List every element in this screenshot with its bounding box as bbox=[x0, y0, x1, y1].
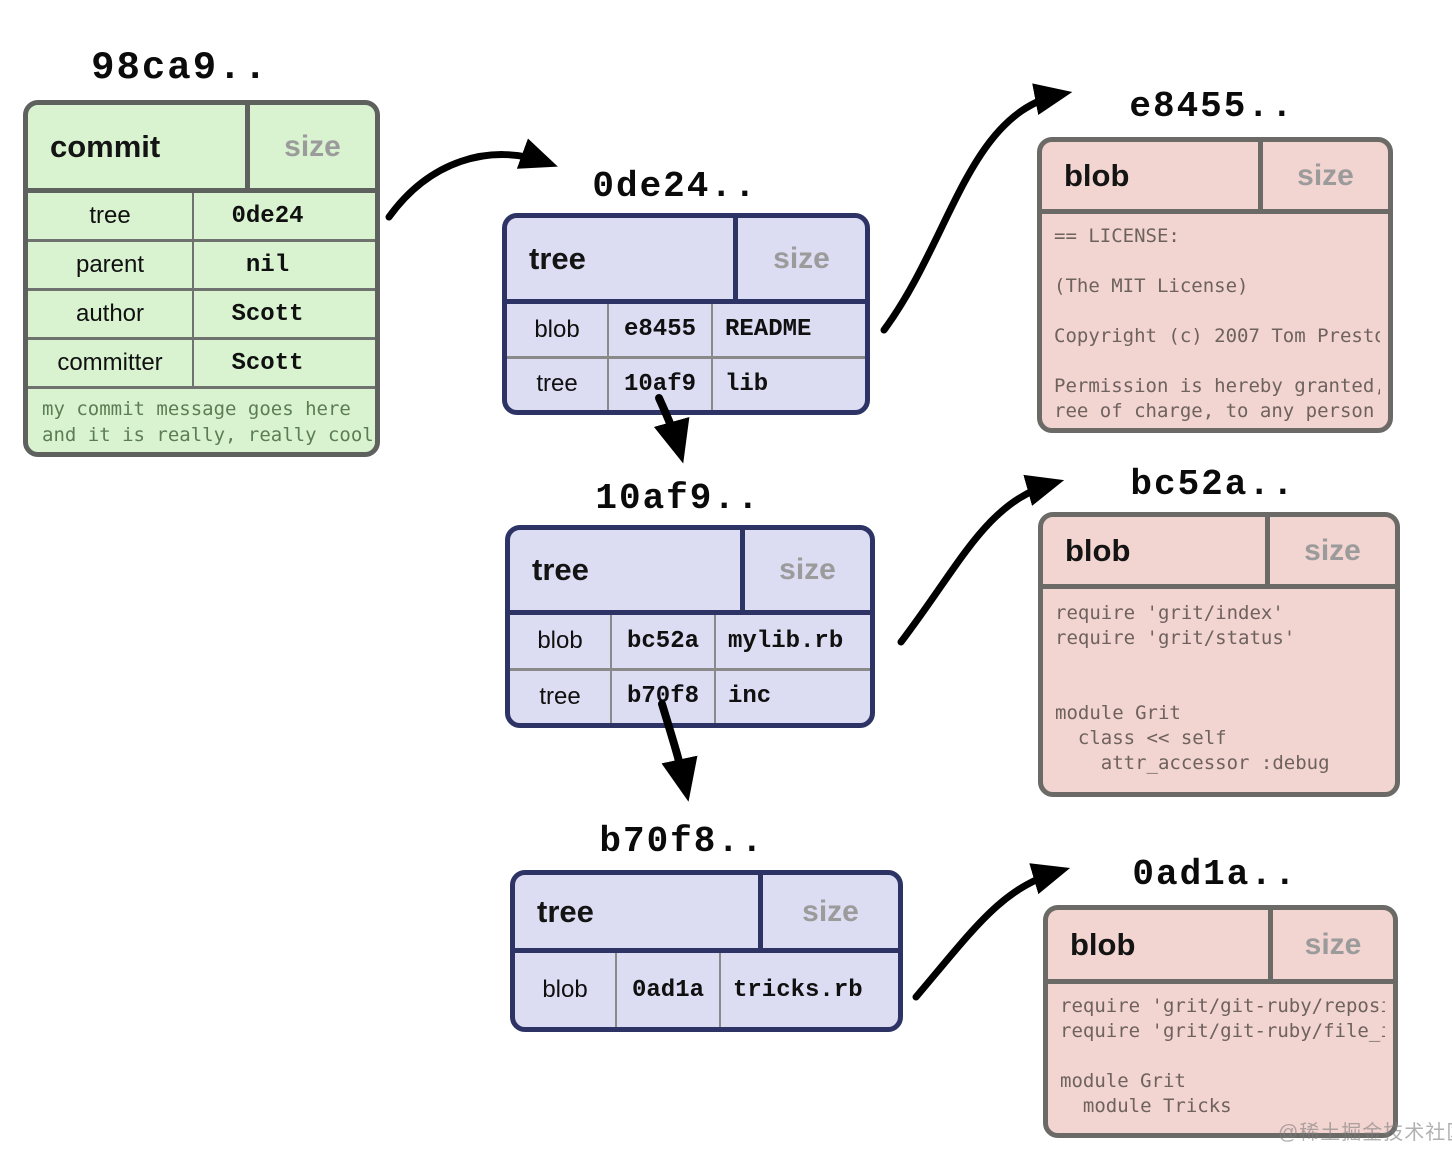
code-line: require 'grit/index' bbox=[1055, 602, 1284, 624]
tree1-id-label: 10af9.. bbox=[595, 478, 761, 519]
tree-object-box-0de24: tree size blob e8455 README tree 10af9 l… bbox=[502, 213, 870, 415]
field-name: parent bbox=[28, 242, 194, 288]
field-name: committer bbox=[28, 340, 194, 386]
commit-header: commit size bbox=[28, 105, 375, 193]
blob-object-box-0ad1a: blob size require 'grit/git-ruby/reposi … bbox=[1043, 905, 1398, 1138]
commit-id-label: 98ca9.. bbox=[91, 46, 269, 90]
blob-header: blob size bbox=[1043, 517, 1395, 589]
code-line bbox=[1055, 676, 1387, 701]
code-line: Copyright (c) 2007 Tom Preston- bbox=[1054, 325, 1380, 347]
blob-object-box-e8455: blob size == LICENSE: (The MIT License) … bbox=[1037, 137, 1393, 433]
entry-name: inc bbox=[728, 683, 772, 711]
code-line: attr_accessor :debug bbox=[1055, 752, 1330, 774]
tree-size-label: size bbox=[773, 241, 830, 275]
entry-name: tricks.rb bbox=[733, 976, 863, 1004]
blob-type-label: blob bbox=[1043, 517, 1270, 584]
entry-type: blob bbox=[537, 627, 583, 655]
commit-type-label: commit bbox=[28, 105, 250, 188]
code-line: ree of charge, to any person ob bbox=[1054, 400, 1380, 422]
blob-header: blob size bbox=[1048, 910, 1393, 984]
tree0-id-label: 0de24.. bbox=[592, 166, 758, 207]
tree-type-label: tree bbox=[515, 875, 763, 948]
field-name: author bbox=[28, 291, 194, 337]
entry-hash: 0ad1a bbox=[615, 953, 721, 1027]
code-line bbox=[1054, 249, 1380, 274]
tree-entry-row: tree b70f8 inc bbox=[510, 667, 870, 723]
tree-header: tree size bbox=[507, 218, 865, 304]
blob-type-label: blob bbox=[1042, 142, 1263, 209]
entry-name: lib bbox=[725, 370, 769, 398]
entry-hash: bc52a bbox=[610, 615, 716, 668]
blob-size-label: size bbox=[1297, 158, 1354, 192]
code-line: require 'grit/status' bbox=[1055, 627, 1296, 649]
field-value: nil bbox=[245, 251, 290, 279]
tree-object-box-b70f8: tree size blob 0ad1a tricks.rb bbox=[510, 870, 903, 1032]
arrow-tree0-to-blob-e8455 bbox=[880, 83, 1073, 334]
watermark: @稀土掘金技术社区 bbox=[1278, 1122, 1452, 1144]
commit-field-row-parent: parent nil bbox=[28, 242, 375, 291]
code-line bbox=[1054, 349, 1380, 374]
code-line: module Grit bbox=[1055, 702, 1181, 724]
blob-object-box-bc52a: blob size require 'grit/index' require '… bbox=[1038, 512, 1400, 797]
tree-header: tree size bbox=[515, 875, 898, 953]
entry-type: blob bbox=[542, 976, 588, 1003]
tree-entry-row: blob e8455 README bbox=[507, 304, 865, 356]
blob-content: == LICENSE: (The MIT License) Copyright … bbox=[1042, 214, 1388, 428]
tree-entry-row: blob 0ad1a tricks.rb bbox=[515, 953, 898, 1027]
code-line: (The MIT License) bbox=[1054, 275, 1249, 297]
commit-field-row-committer: committer Scott bbox=[28, 340, 375, 389]
commit-size-label: size bbox=[284, 129, 341, 163]
tree-header: tree size bbox=[510, 530, 870, 615]
blob-content: require 'grit/index' require 'grit/statu… bbox=[1043, 589, 1395, 792]
code-line: == LICENSE: bbox=[1054, 225, 1180, 247]
tree2-id-label: b70f8.. bbox=[599, 821, 765, 862]
code-line bbox=[1054, 299, 1380, 324]
tree-size-label: size bbox=[779, 553, 836, 586]
commit-message: my commit message goes here and it is re… bbox=[28, 389, 375, 452]
code-line: require 'grit/git-ruby/reposi bbox=[1060, 995, 1385, 1017]
blob1-id-label: bc52a.. bbox=[1130, 464, 1296, 505]
commit-field-row-author: author Scott bbox=[28, 291, 375, 340]
blob2-id-label: 0ad1a.. bbox=[1132, 854, 1298, 895]
commit-message-line: my commit message goes here bbox=[42, 398, 351, 420]
blob0-id-label: e8455.. bbox=[1129, 86, 1295, 127]
entry-name: mylib.rb bbox=[728, 627, 844, 655]
code-line: module Tricks bbox=[1060, 1095, 1232, 1117]
field-name: tree bbox=[28, 193, 194, 239]
tree-entry-row: blob bc52a mylib.rb bbox=[510, 615, 870, 668]
blob-size-label: size bbox=[1304, 927, 1362, 961]
entry-hash: b70f8 bbox=[610, 670, 716, 723]
code-line: class << self bbox=[1055, 727, 1227, 749]
code-line bbox=[1055, 651, 1387, 676]
entry-type: tree bbox=[536, 370, 578, 398]
code-line: require 'grit/git-ruby/file_i bbox=[1060, 1020, 1385, 1042]
field-value: Scott bbox=[231, 300, 304, 328]
blob-content: require 'grit/git-ruby/reposi require 'g… bbox=[1048, 984, 1393, 1133]
blob-size-label: size bbox=[1304, 533, 1361, 567]
tree-object-box-10af9: tree size blob bc52a mylib.rb tree b70f8… bbox=[505, 525, 875, 728]
tree-type-label: tree bbox=[507, 218, 738, 299]
blob-type-label: blob bbox=[1048, 910, 1273, 979]
field-value: 0de24 bbox=[231, 202, 304, 230]
entry-name: README bbox=[725, 316, 812, 344]
tree-type-label: tree bbox=[510, 530, 745, 610]
commit-message-line: and it is really, really cool bbox=[42, 424, 374, 446]
commit-object-box: commit size tree 0de24 parent nil author… bbox=[23, 100, 380, 457]
entry-hash: e8455 bbox=[607, 304, 713, 356]
entry-type: tree bbox=[539, 682, 581, 710]
commit-field-row-tree: tree 0de24 bbox=[28, 193, 375, 242]
blob-header: blob size bbox=[1042, 142, 1388, 214]
code-line: module Grit bbox=[1060, 1070, 1186, 1092]
code-line: Permission is hereby granted, f bbox=[1054, 375, 1380, 397]
arrow-tree1-to-blob-bc52a bbox=[897, 474, 1065, 646]
entry-type: blob bbox=[534, 315, 580, 343]
entry-hash: 10af9 bbox=[607, 358, 713, 410]
field-value: Scott bbox=[231, 349, 304, 377]
code-line bbox=[1060, 1044, 1385, 1069]
tree-entry-row: tree 10af9 lib bbox=[507, 355, 865, 410]
tree-size-label: size bbox=[802, 894, 859, 928]
